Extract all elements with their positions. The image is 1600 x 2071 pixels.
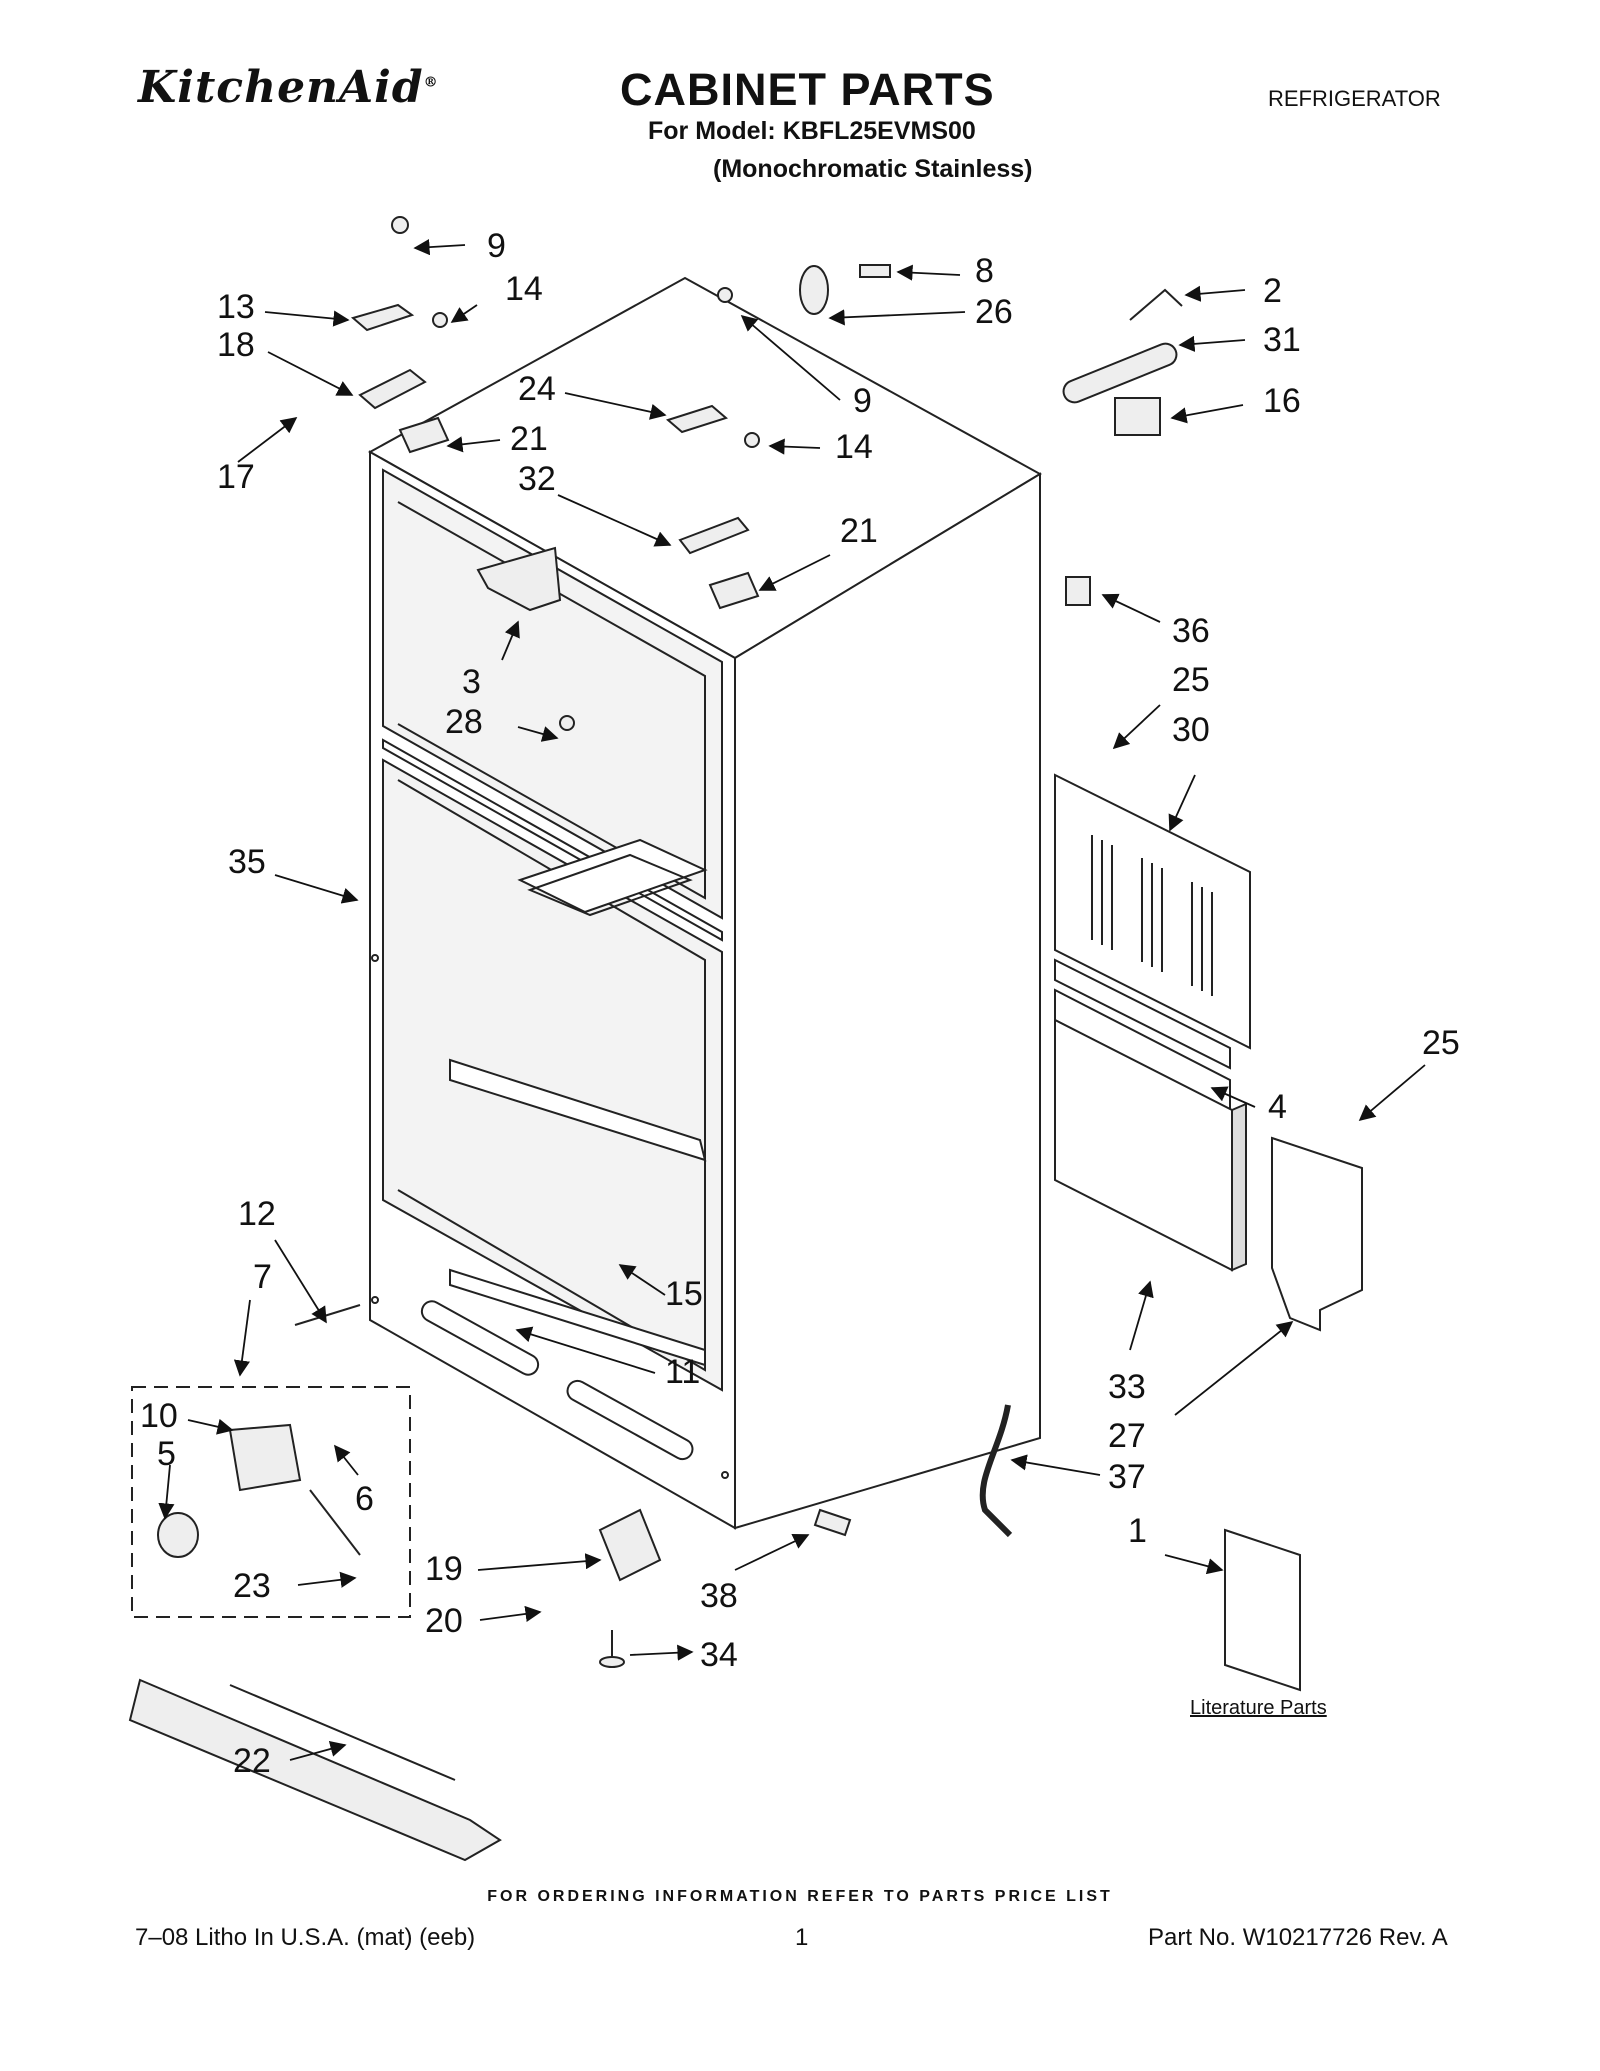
callout-9-top-center: 9	[853, 382, 872, 420]
callout-23: 23	[233, 1567, 271, 1605]
callout-6: 6	[355, 1480, 374, 1518]
callout-31: 31	[1263, 321, 1301, 359]
callout-33: 33	[1108, 1368, 1146, 1406]
callout-25-upper: 25	[1172, 661, 1210, 699]
rear-panels	[1054, 773, 1363, 1692]
hinge-parts	[350, 216, 760, 731]
callout-13: 13	[217, 288, 255, 326]
callout-4: 4	[1268, 1088, 1287, 1126]
literature-parts-label: Literature Parts	[1190, 1697, 1327, 1719]
callout-11: 11	[665, 1353, 700, 1391]
callout-15: 15	[665, 1275, 703, 1313]
callout-10: 10	[140, 1397, 178, 1435]
part-number: Part No. W10217726 Rev. A	[1148, 1924, 1448, 1951]
callout-14-top-left: 14	[505, 270, 543, 308]
ordering-note: FOR ORDERING INFORMATION REFER TO PARTS …	[487, 1888, 1113, 1905]
brand-logo: KitchenAid®	[138, 62, 439, 113]
callout-20: 20	[425, 1602, 463, 1640]
page-title: CABINET PARTS	[620, 64, 995, 115]
callout-16: 16	[1263, 382, 1301, 420]
callout-34: 34	[700, 1636, 738, 1674]
callout-12: 12	[238, 1195, 276, 1233]
callout-30: 30	[1172, 711, 1210, 749]
callout-26: 26	[975, 293, 1013, 331]
callout-27: 27	[1108, 1417, 1146, 1455]
callout-3: 3	[462, 663, 481, 701]
light-socket-parts	[799, 264, 1183, 606]
callout-18: 18	[217, 326, 255, 364]
callout-36: 36	[1172, 612, 1210, 650]
callout-14-top-center: 14	[835, 428, 873, 466]
callout-28: 28	[445, 703, 483, 741]
brand-name: KitchenAid	[138, 62, 424, 113]
callout-35: 35	[228, 843, 266, 881]
callout-7: 7	[253, 1258, 272, 1296]
callout-17: 17	[217, 458, 255, 496]
callout-32: 32	[518, 460, 556, 498]
print-info: 7–08 Litho In U.S.A. (mat) (eeb)	[135, 1924, 476, 1951]
callout-21-top-center: 21	[840, 512, 878, 550]
callout-25-lower: 25	[1422, 1024, 1460, 1062]
model-variant: (Monochromatic Stainless)	[713, 155, 1033, 183]
brand-registered-mark: ®	[423, 74, 439, 91]
callout-numbers: 9 13 14 18 17 21 8 26 2 31 16 24 9 14 32…	[140, 227, 1460, 1780]
callout-leaders	[158, 239, 1426, 1761]
base-parts	[128, 1304, 1013, 1862]
callout-38: 38	[700, 1577, 738, 1615]
appliance-category: REFRIGERATOR	[1268, 86, 1441, 111]
callout-37: 37	[1108, 1458, 1146, 1496]
page-number: 1	[795, 1924, 809, 1951]
callout-24: 24	[518, 370, 556, 408]
callout-2: 2	[1263, 272, 1282, 310]
callout-1: 1	[1128, 1512, 1147, 1550]
callout-9-top-left: 9	[487, 227, 506, 265]
model-number: For Model: KBFL25EVMS00	[648, 117, 976, 145]
callout-5: 5	[157, 1435, 176, 1473]
callout-19: 19	[425, 1550, 463, 1588]
cabinet-body	[367, 276, 1042, 1530]
callout-21-top-left: 21	[510, 420, 548, 458]
callout-22: 22	[233, 1742, 271, 1780]
callout-8: 8	[975, 252, 994, 290]
